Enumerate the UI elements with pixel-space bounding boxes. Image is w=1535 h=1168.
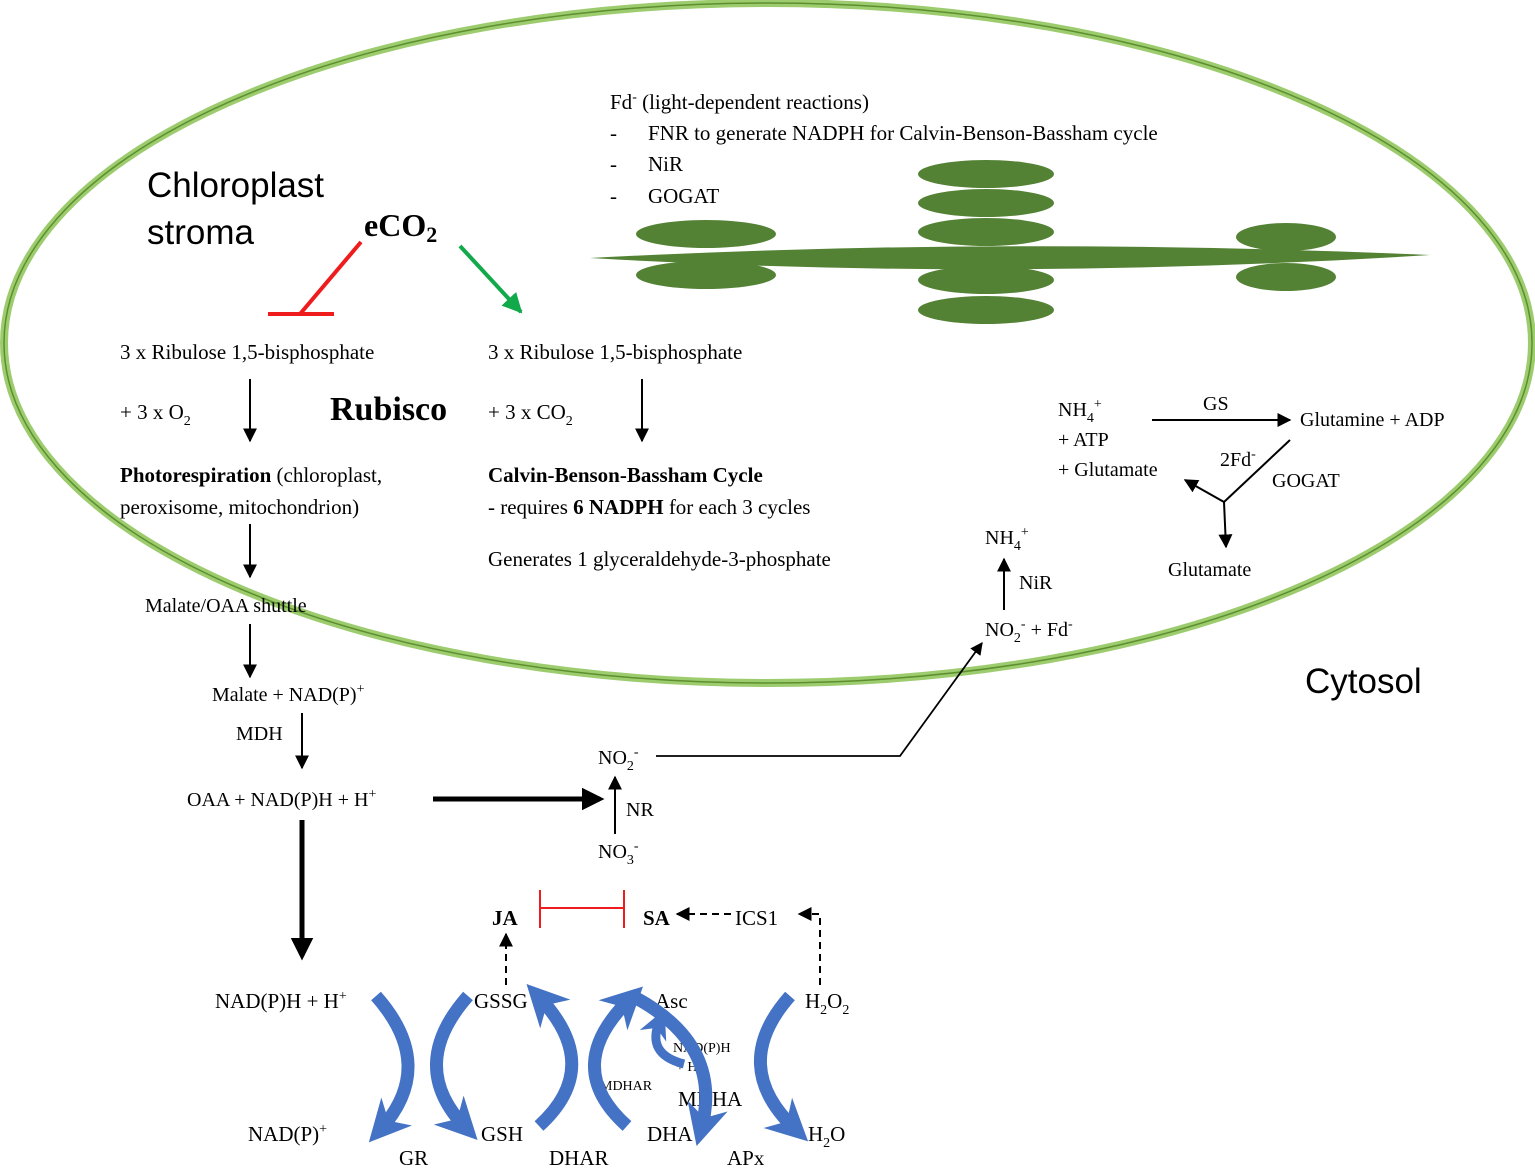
fd-item-nir: NiR <box>648 152 683 176</box>
malate-shuttle-label: Malate/OAA shuttle <box>145 595 307 617</box>
mdhar-label: MDHAR <box>600 1079 653 1094</box>
chloroplast-envelope <box>0 0 1535 687</box>
gs-label: GS <box>1203 393 1229 415</box>
fd-item-gogat: GOGAT <box>648 184 719 208</box>
gsh-label: GSH <box>481 1122 523 1146</box>
gr-label: GR <box>399 1146 428 1168</box>
gs-glutamate-label: + Glutamate <box>1058 459 1158 481</box>
cbb-cycle-title: Calvin-Benson-Bassham Cycle <box>488 463 763 487</box>
arrow-no2-into-chloroplast <box>656 641 983 757</box>
cytosol-label: Cytosol <box>1305 662 1422 701</box>
arrow-h2o2-to-ics1 <box>797 907 821 985</box>
fd-item-dash: - <box>610 184 617 208</box>
rubp-right-label: 3 x Ribulose 1,5-bisphosphate <box>488 340 742 364</box>
promotion-arrow-eco2 <box>458 244 523 314</box>
gogat-line <box>1223 439 1291 503</box>
rubp-left-label: 3 x Ribulose 1,5-bisphosphate <box>120 340 374 364</box>
malate-nadp-label: Malate + NAD(P)+ <box>212 682 365 706</box>
photorespiration-label: Photorespiration (chloroplast, <box>120 463 382 487</box>
glutamine-adp-label: Glutamine + ADP <box>1300 409 1445 431</box>
apx-label: APx <box>727 1146 765 1168</box>
no3-label: NO3- <box>598 839 639 868</box>
fd-item-dash: - <box>610 152 617 176</box>
cbb-requirement: - requires 6 NADPH for each 3 cycles <box>488 495 810 519</box>
photorespiration-organelles: peroxisome, mitochondrion) <box>120 495 359 519</box>
gogat-label: GOGAT <box>1272 470 1340 492</box>
glutamate-label: Glutamate <box>1168 559 1251 581</box>
gs-nh4-label: NH4+ <box>1058 397 1102 426</box>
arrow-gogat-to-glutamate-reactant <box>1183 479 1225 503</box>
dha-label: DHA <box>647 1122 693 1146</box>
o2-label: + 3 x O2 <box>120 400 191 429</box>
twofd-label: 2Fd- <box>1220 447 1256 471</box>
nir-label: NiR <box>1019 572 1053 594</box>
inhibition-arrow-eco2 <box>298 240 363 316</box>
h2o-label: H2O <box>808 1122 845 1151</box>
co2-label: + 3 x CO2 <box>488 400 573 429</box>
nadph-h-label: NAD(P)H + H+ <box>215 989 347 1013</box>
no2-fd-label: NO2- + Fd- <box>985 617 1073 646</box>
arrow-gogat-to-glutamate <box>1218 501 1233 549</box>
nr-label: NR <box>626 799 654 821</box>
ja-label: JA <box>492 906 519 930</box>
ics1-label: ICS1 <box>735 906 778 930</box>
mdh-label: MDH <box>236 723 283 745</box>
chloroplast-stroma-label: Chloroplast <box>147 166 324 205</box>
nh4-label: NH4+ <box>985 525 1029 554</box>
fd-item-fnr: FNR to generate NADPH for Calvin-Benson-… <box>648 121 1158 145</box>
chloroplast-stroma-label-line2: stroma <box>147 213 255 252</box>
no2-label: NO2- <box>598 745 639 774</box>
fd-heading: Fd- (light-dependent reactions) <box>610 90 869 114</box>
ja-sa-antagonism <box>539 890 625 928</box>
nadp-label: NAD(P)+ <box>248 1122 327 1146</box>
fd-item-dash: - <box>610 121 617 145</box>
gssg-label: GSSG <box>474 989 528 1013</box>
dhar-label: DHAR <box>549 1146 609 1168</box>
thylakoid-stacks <box>590 160 1430 324</box>
eco2-label: eCO2 <box>364 207 437 247</box>
g3p-label: Generates 1 glyceraldehyde-3-phosphate <box>488 547 831 571</box>
sa-label: SA <box>643 906 671 930</box>
oaa-label: OAA + NAD(P)H + H+ <box>187 787 376 811</box>
ascorbate-glutathione-cycle-arrows <box>368 983 809 1147</box>
gs-atp-label: + ATP <box>1058 429 1109 451</box>
rubisco-label: Rubisco <box>330 391 447 428</box>
h2o2-label: H2O2 <box>805 989 849 1018</box>
